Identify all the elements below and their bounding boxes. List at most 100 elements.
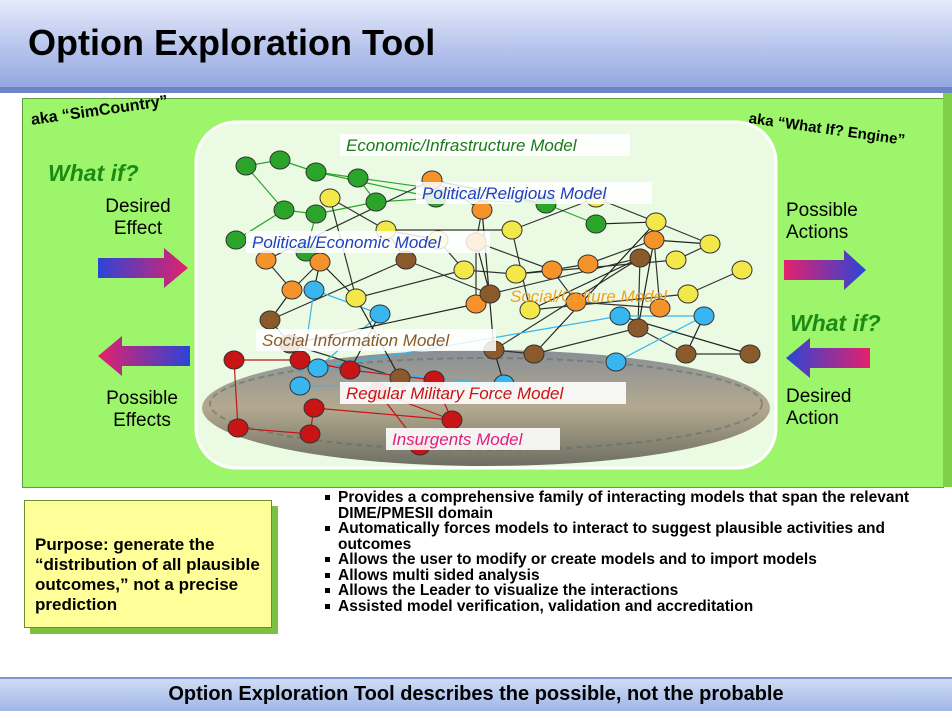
network-node [565, 292, 587, 312]
network-node [339, 360, 361, 380]
network-node [225, 230, 247, 250]
network-node [299, 424, 321, 444]
panel-edge [943, 93, 952, 487]
network-node [505, 264, 527, 284]
bullet-icon [325, 572, 330, 578]
feature-item: Provides a comprehensive family of inter… [320, 490, 952, 521]
network-node [629, 248, 651, 268]
desired-effect-label: Desired Effect [105, 196, 171, 239]
network-node [309, 252, 331, 272]
feature-item: Automatically forces models to interact … [320, 521, 952, 552]
network-node [303, 398, 325, 418]
possible-actions-label: Possible Actions [786, 200, 858, 243]
network-node [627, 318, 649, 338]
purpose-text: Purpose: generate the “distribution of a… [35, 535, 260, 614]
network-node [665, 250, 687, 270]
network-node [677, 284, 699, 304]
network-node [643, 230, 665, 250]
network-link [329, 197, 387, 231]
desired-effect-arrow-icon [98, 248, 188, 288]
network-node [479, 284, 501, 304]
network-link [355, 269, 465, 299]
model-network-diagram: Economic/Infrastructure Model Political/… [194, 120, 778, 470]
desired-action-label: Desired Action [786, 386, 852, 429]
network-node [303, 280, 325, 300]
purpose-box: Purpose: generate the “distribution of a… [24, 500, 272, 628]
network-node [693, 306, 715, 326]
network-link [405, 259, 491, 295]
political-religious-model-label: Political/Religious Model [422, 184, 607, 203]
network-node [519, 300, 541, 320]
network-node [541, 260, 563, 280]
network-node [345, 288, 367, 308]
footer-banner: Option Exploration Tool describes the po… [0, 677, 952, 711]
network-node [255, 250, 277, 270]
network-node [441, 410, 463, 430]
feature-list: Provides a comprehensive family of inter… [320, 490, 952, 614]
network-node [273, 200, 295, 220]
feature-item: Allows the user to modify or create mode… [320, 552, 952, 568]
network-node [523, 344, 545, 364]
regular-military-force-model-label: Regular Military Force Model [346, 384, 565, 403]
network-link [237, 427, 311, 435]
network-node [605, 352, 627, 372]
network-node [223, 350, 245, 370]
network-node [501, 220, 523, 240]
feature-item: Assisted model verification, validation … [320, 598, 952, 615]
network-link [269, 259, 407, 321]
network-link [615, 315, 705, 363]
network-link [575, 301, 661, 309]
network-node [395, 250, 417, 270]
possible-effects-label: Possible Effects [106, 388, 178, 431]
network-node [739, 344, 761, 364]
network-node [577, 254, 599, 274]
network-node [465, 294, 487, 314]
network-link [489, 257, 641, 295]
network-node [699, 234, 721, 254]
network-node [369, 304, 391, 324]
network-link [637, 239, 655, 329]
network-node [305, 162, 327, 182]
bullet-icon [325, 588, 330, 593]
network-node [645, 212, 667, 232]
city-ground-image [202, 350, 770, 466]
network-node [731, 260, 753, 280]
network-link [587, 239, 655, 265]
network-node [585, 214, 607, 234]
network-node [289, 376, 311, 396]
left-what-if-label: What if? [48, 160, 139, 186]
network-node [649, 298, 671, 318]
title-bar: Option Exploration Tool [0, 0, 952, 93]
network-node [259, 310, 281, 330]
social-culture-model-label: Social/Culture Model [510, 287, 668, 306]
desired-action-arrow-icon [786, 338, 870, 378]
title-underline [0, 87, 952, 93]
network-node [305, 204, 327, 224]
possible-effects-arrow-icon [98, 336, 190, 376]
social-information-model-label: Social Information Model [262, 331, 450, 350]
network-node [227, 418, 249, 438]
network-node [269, 150, 291, 170]
network-link [653, 239, 661, 309]
footer-text: Option Exploration Tool describes the po… [168, 683, 784, 705]
network-node [319, 188, 341, 208]
network-node [347, 168, 369, 188]
network-link [313, 407, 453, 421]
network-link [529, 293, 689, 311]
political-economic-model-label: Political/Economic Model [252, 233, 442, 252]
page-title: Option Exploration Tool [28, 22, 436, 63]
bullet-icon [325, 603, 330, 609]
network-node [281, 280, 303, 300]
right-what-if-label: What if? [790, 310, 881, 336]
network-link [533, 327, 639, 355]
network-link [529, 257, 641, 311]
bullet-icon [325, 557, 330, 562]
network-node [307, 358, 329, 378]
bullet-icon [325, 526, 330, 531]
bullet-icon [325, 495, 330, 500]
network-node [675, 344, 697, 364]
insurgents-model-label: Insurgents Model [392, 430, 524, 449]
network-node [365, 192, 387, 212]
network-link [233, 359, 239, 429]
possible-actions-arrow-icon [784, 250, 866, 290]
